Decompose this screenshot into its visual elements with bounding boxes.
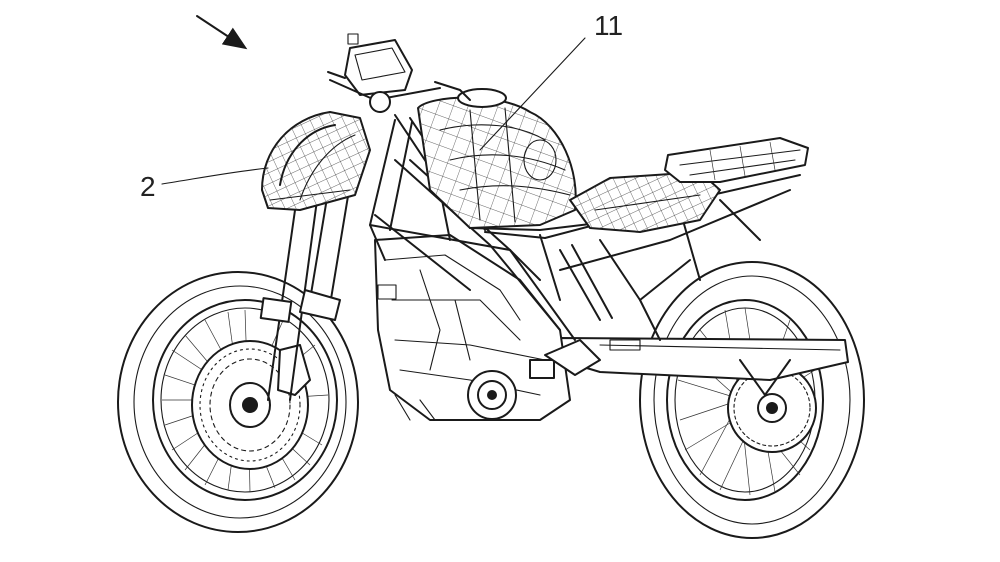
reference-numeral-11: 11 bbox=[594, 10, 623, 41]
rear-shock bbox=[559, 244, 613, 321]
leader-line-11 bbox=[479, 37, 586, 151]
footpeg-bracket bbox=[544, 339, 601, 376]
front-fork bbox=[259, 174, 351, 401]
instrument-cluster bbox=[344, 33, 413, 96]
headlight-fairing bbox=[261, 111, 371, 211]
seat bbox=[569, 171, 721, 233]
front-wheel bbox=[117, 271, 359, 533]
tail-section bbox=[664, 137, 809, 183]
fuel-cap bbox=[457, 88, 507, 108]
engine bbox=[374, 234, 571, 421]
fuel-tank bbox=[417, 88, 577, 229]
reference-numeral-2: 2 bbox=[140, 171, 156, 202]
leader-line-2 bbox=[161, 167, 269, 185]
rear-wheel bbox=[639, 261, 865, 539]
view-direction-arrow bbox=[196, 15, 248, 50]
handlebar bbox=[327, 71, 471, 113]
